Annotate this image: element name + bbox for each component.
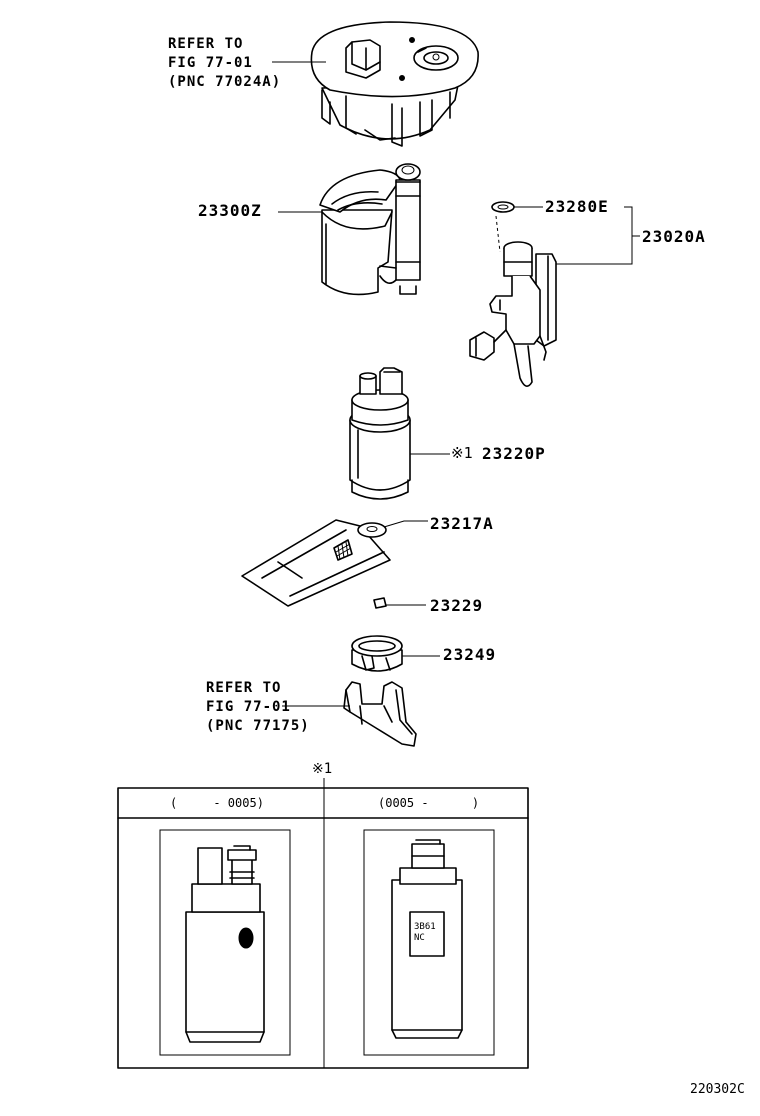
pressure-regulator-drawing: [469, 241, 557, 387]
figure-id: 220302C: [690, 1082, 745, 1097]
inset-marker: ※1: [312, 761, 333, 777]
part-label-23300Z: 23300Z: [198, 201, 262, 220]
pump-label-line2: NC: [414, 933, 425, 943]
ref-bottom-line2: FIG 77-01: [206, 699, 291, 715]
fuel-filter-drawing: [319, 163, 421, 296]
ref-top-line1: REFER TO: [168, 36, 244, 52]
fuel-pump-drawing: [349, 367, 411, 500]
part-label-23020A: 23020A: [642, 227, 706, 246]
suction-filter-drawing: [241, 519, 391, 607]
note-marker-1: ※1: [451, 444, 473, 462]
o-ring-drawing: [491, 201, 515, 213]
ref-top-line2: FIG 77-01: [168, 55, 253, 71]
inset-header-left: ( - 0005): [170, 796, 264, 810]
part-label-23220P: 23220P: [482, 444, 546, 463]
ref-top-line3: (PNC 77024A): [168, 74, 282, 90]
inset-pump-old-drawing: [185, 845, 265, 1043]
ref-bottom-line1: REFER TO: [206, 680, 282, 696]
fuel-pump-cover-drawing: [310, 21, 479, 147]
part-label-23229: 23229: [430, 596, 484, 615]
ref-bottom-line3: (PNC 77175): [206, 718, 310, 734]
part-label-23249: 23249: [443, 645, 497, 664]
inset-table: [117, 787, 529, 1069]
retainer-drawing: [351, 635, 403, 672]
pump-label-line1: 3B61: [414, 922, 436, 932]
inset-pump-new-drawing: [391, 839, 463, 1039]
inset-header-right: (0005 - ): [378, 796, 480, 810]
bracket-drawing: [343, 681, 417, 747]
part-label-23280E: 23280E: [545, 197, 609, 216]
cushion-drawing: [373, 597, 387, 609]
leader-lines: [272, 61, 640, 1068]
part-label-23217A: 23217A: [430, 514, 494, 533]
